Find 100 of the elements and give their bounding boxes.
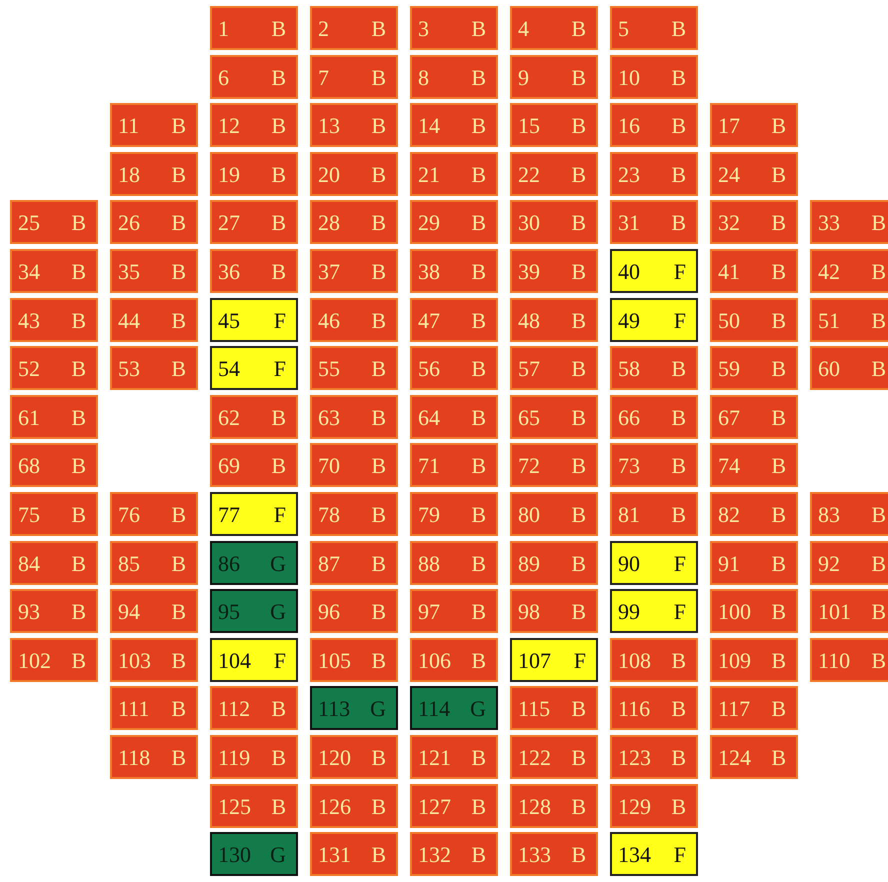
cell-number: 15	[518, 113, 540, 140]
cell-number: 102	[18, 648, 51, 674]
grid-cell	[510, 492, 598, 536]
cell-number: 112	[218, 696, 250, 722]
cell-number: 49	[618, 308, 640, 334]
cell-number: 28	[318, 210, 340, 236]
cell-letter: B	[871, 356, 886, 382]
grid-cell	[310, 443, 398, 488]
cell-letter: B	[371, 648, 386, 674]
cell-number: 113	[318, 696, 350, 722]
cell-number: 98	[518, 599, 540, 626]
cell-letter: B	[171, 550, 186, 577]
grid-cell	[810, 298, 888, 342]
cell-number: 61	[18, 404, 40, 431]
cell-number: 106	[418, 648, 451, 674]
cell-number: 3	[418, 16, 429, 42]
cell-number: 66	[618, 404, 640, 431]
cell-number: 21	[418, 162, 440, 188]
cell-letter: B	[771, 453, 786, 480]
grid-cell	[210, 832, 298, 876]
cell-letter: B	[671, 648, 686, 674]
grid-cell	[810, 492, 888, 536]
cell-number: 90	[618, 550, 640, 577]
cell-number: 38	[418, 259, 440, 285]
cell-number: 52	[18, 356, 40, 382]
cell-number: 126	[318, 794, 351, 820]
cell-number: 59	[718, 356, 740, 382]
cell-letter: B	[771, 308, 786, 334]
cell-letter: B	[171, 745, 186, 771]
grid-cell	[610, 638, 698, 682]
cell-letter: B	[771, 259, 786, 285]
cell-number: 92	[818, 550, 840, 577]
cell-letter: B	[771, 599, 786, 626]
grid-cell	[810, 346, 888, 390]
cell-number: 31	[618, 210, 640, 236]
grid-cell	[510, 686, 598, 730]
cell-letter: B	[371, 842, 386, 868]
cell-number: 81	[618, 502, 640, 528]
grid-cell	[610, 200, 698, 244]
cell-number: 115	[518, 696, 550, 722]
grid-cell	[610, 589, 698, 634]
cell-letter: B	[271, 259, 286, 285]
cell-letter: B	[171, 356, 186, 382]
cell-letter: B	[571, 696, 586, 722]
grid-cell	[210, 784, 298, 828]
cell-number: 37	[318, 259, 340, 285]
cell-letter: B	[271, 745, 286, 771]
cell-number: 114	[418, 696, 450, 722]
cell-letter: B	[871, 550, 886, 577]
grid-cell	[510, 589, 598, 634]
cell-letter: B	[71, 599, 86, 626]
grid-cell	[510, 443, 598, 488]
grid-cell	[610, 735, 698, 779]
cell-letter: B	[671, 404, 686, 431]
grid-cell	[410, 832, 498, 876]
cell-number: 108	[618, 648, 651, 674]
cell-number: 9	[518, 64, 529, 91]
cell-number: 62	[218, 404, 240, 431]
grid-cell	[710, 686, 798, 730]
cell-letter: B	[371, 64, 386, 91]
grid-cell	[410, 200, 498, 244]
cell-number: 8	[418, 64, 429, 91]
cell-letter: B	[71, 308, 86, 334]
cell-letter: B	[171, 113, 186, 140]
cell-letter: B	[171, 502, 186, 528]
cell-letter: B	[471, 308, 486, 334]
grid-cell	[410, 540, 498, 585]
cell-number: 48	[518, 308, 540, 334]
cell-number: 91	[718, 550, 740, 577]
grid-cell	[110, 686, 198, 730]
cell-number: 69	[218, 453, 240, 480]
cell-number: 43	[18, 308, 40, 334]
cell-number: 39	[518, 259, 540, 285]
grid-cell	[310, 394, 398, 439]
cell-letter: B	[71, 210, 86, 236]
grid-cell	[610, 152, 698, 196]
cell-number: 88	[418, 550, 440, 577]
grid-cell	[410, 298, 498, 342]
cell-number: 35	[118, 259, 140, 285]
cell-number: 2	[318, 16, 329, 42]
grid-cell	[610, 54, 698, 99]
grid-cell	[610, 784, 698, 828]
cell-number: 93	[18, 599, 40, 626]
cell-letter: B	[671, 210, 686, 236]
grid-cell	[210, 540, 298, 585]
grid-cell	[210, 589, 298, 634]
grid-cell	[410, 346, 498, 390]
cell-number: 41	[718, 259, 740, 285]
grid-cell	[710, 394, 798, 439]
grid-cell	[310, 249, 398, 293]
cell-number: 75	[18, 502, 40, 528]
grid-cell	[510, 784, 598, 828]
cell-letter: B	[871, 599, 886, 626]
cell-number: 13	[318, 113, 340, 140]
grid-cell	[210, 152, 298, 196]
grid-cell	[10, 443, 98, 488]
cell-letter: F	[274, 356, 286, 382]
cell-letter: B	[371, 404, 386, 431]
grid-cell	[110, 540, 198, 585]
cell-number: 130	[218, 842, 251, 868]
